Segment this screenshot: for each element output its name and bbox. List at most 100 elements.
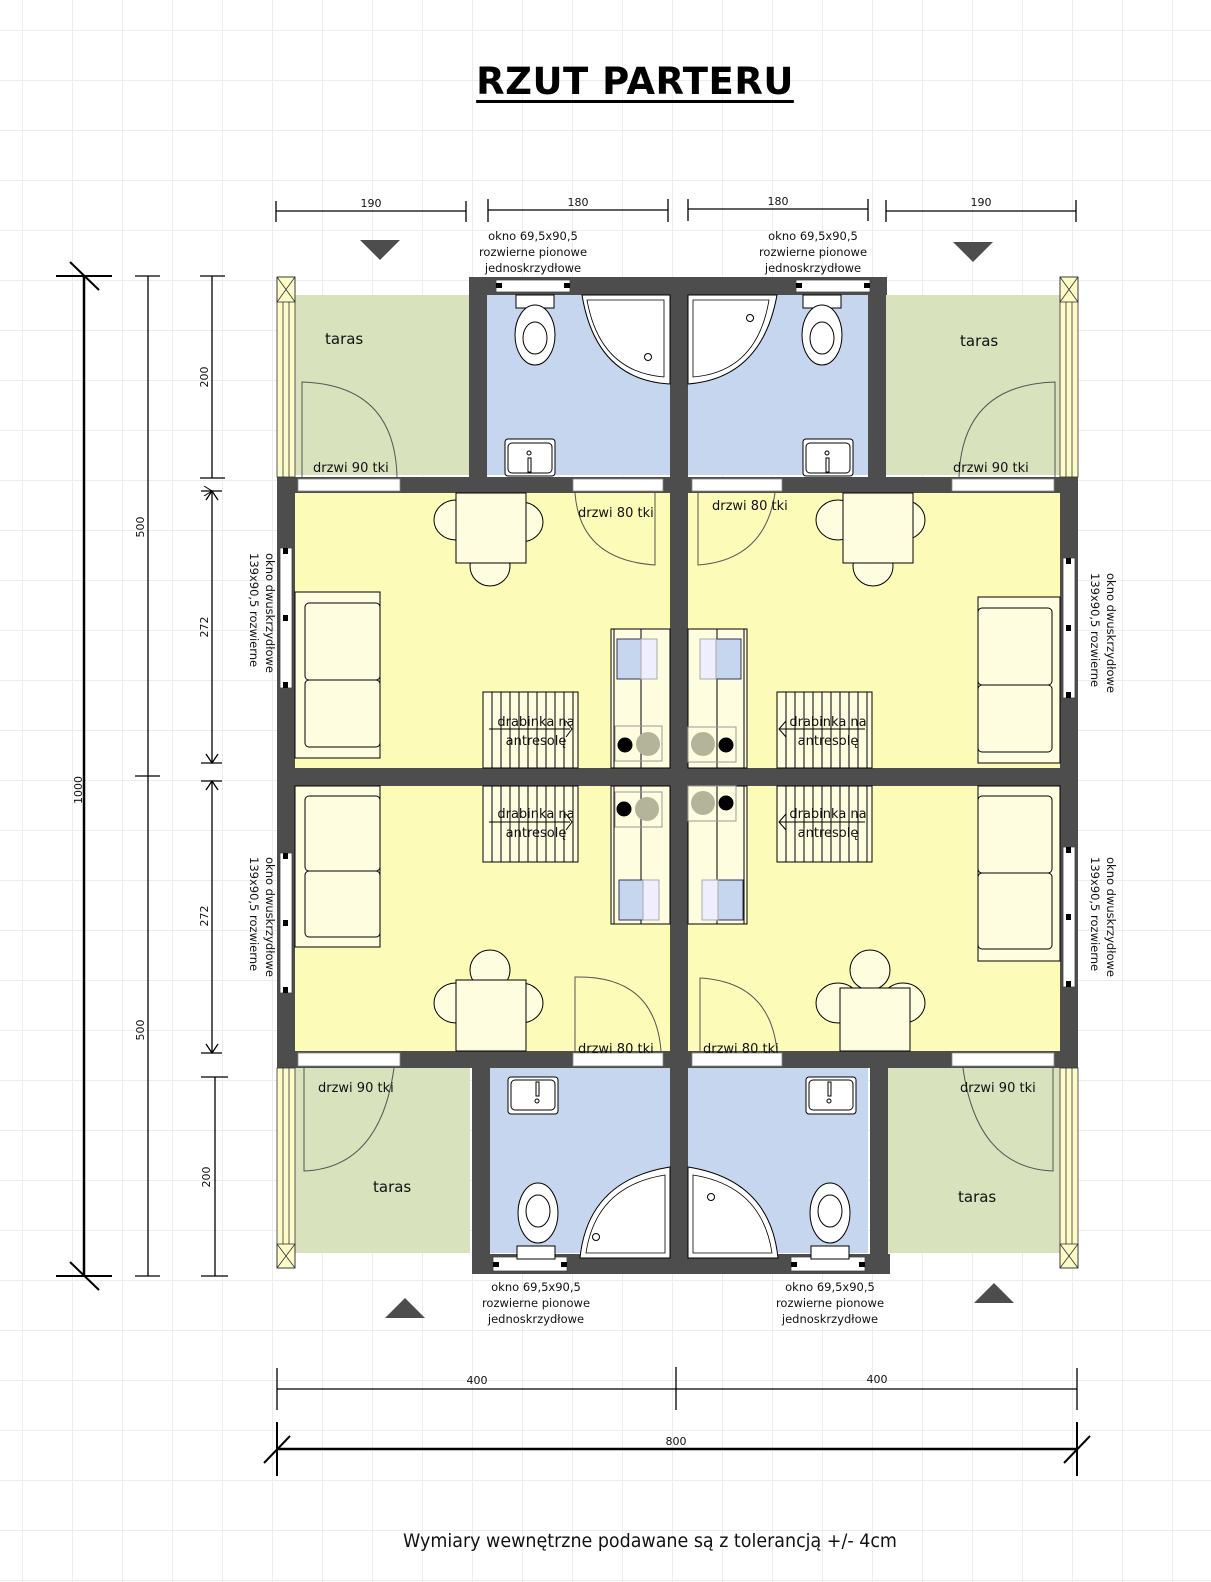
bathroom-fixtures: [504, 294, 857, 1260]
kitchenette-icon: [687, 628, 748, 769]
door-openings: [297, 478, 1055, 1067]
page-title: RZUT PARTERU: [476, 60, 794, 103]
terrace-label: taras: [373, 1178, 411, 1196]
svg-text:139x90,5 rozwierne: 139x90,5 rozwierne: [247, 553, 261, 667]
bottom-window-notes: okno 69,5x90,5 rozwierne pionowe jednosk…: [482, 1280, 884, 1326]
dining-table-icon: [433, 949, 544, 1052]
ladder-label: drabinka na: [789, 807, 866, 822]
svg-text:jednoskrzydłowe: jednoskrzydłowe: [487, 1312, 584, 1326]
toilet-icon: [514, 294, 556, 366]
ladder-label: antresolę: [798, 826, 859, 841]
dim-bottom-total: 800: [666, 1435, 687, 1448]
shower-icon: [579, 1166, 671, 1259]
ladder-label: antresolę: [506, 734, 567, 749]
door-swings: [301, 381, 1056, 1172]
sink-icon: [504, 438, 556, 477]
terrace-door-label: drzwi 90 tki: [960, 1081, 1036, 1096]
dim-top-2: 180: [568, 196, 589, 209]
dim-left-half-1: 500: [134, 517, 147, 538]
dim-left-seg-1: 200: [198, 367, 211, 388]
entrance-arrow-icon: [360, 240, 400, 260]
svg-text:okno dwuskrzydłowe: okno dwuskrzydłowe: [263, 857, 277, 977]
sofa-icon: [977, 596, 1061, 764]
sink-icon: [802, 438, 854, 477]
entrance-arrow-icon: [953, 242, 993, 262]
dining-table-icon: [815, 949, 926, 1052]
shower-icon: [581, 294, 671, 385]
terrace-label: taras: [958, 1188, 996, 1206]
sofa-icon: [294, 591, 381, 759]
svg-text:okno 69,5x90,5: okno 69,5x90,5: [488, 229, 578, 243]
terrace-bottom-right: [885, 1068, 1060, 1253]
entrance-arrow-icon: [385, 1298, 425, 1318]
terrace-door-label: drzwi 90 tki: [318, 1081, 394, 1096]
dim-left-seg-2: 272: [198, 617, 211, 638]
bathroom-door-label: drzwi 80 tki: [712, 499, 788, 514]
dining-table-icon: [815, 492, 926, 587]
ladder-icon: [776, 691, 873, 769]
ladder-label: drabinka na: [789, 715, 866, 730]
svg-text:okno dwuskrzydłowe: okno dwuskrzydłowe: [1104, 857, 1118, 977]
terrace-label: taras: [325, 330, 363, 348]
sink-icon: [507, 1076, 559, 1115]
svg-text:139x90,5 rozwierne: 139x90,5 rozwierne: [247, 857, 261, 971]
terrace-bottom-left: [295, 1068, 470, 1253]
kitchenette-icon: [687, 785, 748, 925]
side-windows: [279, 547, 1076, 994]
dim-left-total: 1000: [72, 776, 85, 804]
terrace-door-label: drzwi 90 tki: [953, 461, 1029, 476]
toilet-icon: [516, 1182, 559, 1260]
ladders: [482, 691, 873, 863]
side-window-notes: okno dwuskrzydłowe 139x90,5 rozwierne ok…: [247, 553, 1118, 977]
kitchenette-icon: [610, 628, 671, 769]
svg-text:rozwierne pionowe: rozwierne pionowe: [776, 1296, 884, 1310]
ladder-label: antresolę: [798, 734, 859, 749]
svg-text:okno dwuskrzydłowe: okno dwuskrzydłowe: [263, 553, 277, 673]
dim-top-1: 190: [361, 197, 382, 210]
entrance-arrow-icon: [974, 1283, 1014, 1303]
svg-text:okno 69,5x90,5: okno 69,5x90,5: [491, 1280, 581, 1294]
kitchenettes: [610, 628, 748, 925]
ladder-icon: [482, 691, 579, 769]
svg-text:rozwierne pionowe: rozwierne pionowe: [482, 1296, 590, 1310]
entrance-arrows: [360, 240, 1014, 1318]
toilet-icon: [809, 1182, 851, 1260]
sink-icon: [805, 1076, 857, 1115]
tolerance-note: Wymiary wewnętrzne podawane są z toleran…: [403, 1530, 897, 1552]
bottom-dimensions: 400 400 800: [263, 1367, 1091, 1476]
sofa-icon: [977, 785, 1061, 962]
dim-bottom-half-1: 400: [467, 1374, 488, 1387]
svg-text:rozwierne pionowe: rozwierne pionowe: [759, 245, 867, 259]
svg-text:jednoskrzydłowe: jednoskrzydłowe: [764, 261, 861, 275]
svg-text:okno 69,5x90,5: okno 69,5x90,5: [785, 1280, 875, 1294]
toilet-icon: [801, 294, 843, 366]
svg-text:okno 69,5x90,5: okno 69,5x90,5: [768, 229, 858, 243]
terrace-top-left: [295, 295, 470, 475]
dim-bottom-half-2: 400: [867, 1373, 888, 1386]
terrace-top-right: [885, 295, 1060, 475]
terrace-rails: [276, 276, 1079, 1269]
room-labels: taras taras taras taras drzwi 90 tki drz…: [313, 330, 1036, 1206]
dim-top-3: 180: [768, 195, 789, 208]
ladder-label: drabinka na: [497, 807, 574, 822]
svg-text:139x90,5 rozwierne: 139x90,5 rozwierne: [1088, 573, 1102, 687]
top-dimensions: 190 180 180 190: [275, 195, 1077, 222]
kitchenette-icon: [610, 785, 671, 925]
shower-icon: [687, 1166, 779, 1259]
ladder-label: antresolę: [506, 826, 567, 841]
ladder-icon: [776, 785, 873, 863]
bathroom-door-label: drzwi 80 tki: [703, 1042, 779, 1057]
top-window-notes: okno 69,5x90,5 rozwierne pionowe jednosk…: [479, 229, 867, 275]
terrace-door-label: drzwi 90 tki: [313, 461, 389, 476]
dining-table-icon: [433, 492, 544, 587]
shower-icon: [687, 294, 778, 385]
dim-left-half-2: 500: [134, 1020, 147, 1041]
svg-text:okno dwuskrzydłowe: okno dwuskrzydłowe: [1104, 573, 1118, 693]
dim-left-seg-3: 272: [198, 906, 211, 927]
svg-text:rozwierne pionowe: rozwierne pionowe: [479, 245, 587, 259]
ladder-label: drabinka na: [497, 715, 574, 730]
bathroom-door-label: drzwi 80 tki: [578, 1042, 654, 1057]
left-dimensions: 1000 500 500 200 272 272 200: [56, 261, 228, 1291]
living-furniture: [294, 492, 1061, 1052]
